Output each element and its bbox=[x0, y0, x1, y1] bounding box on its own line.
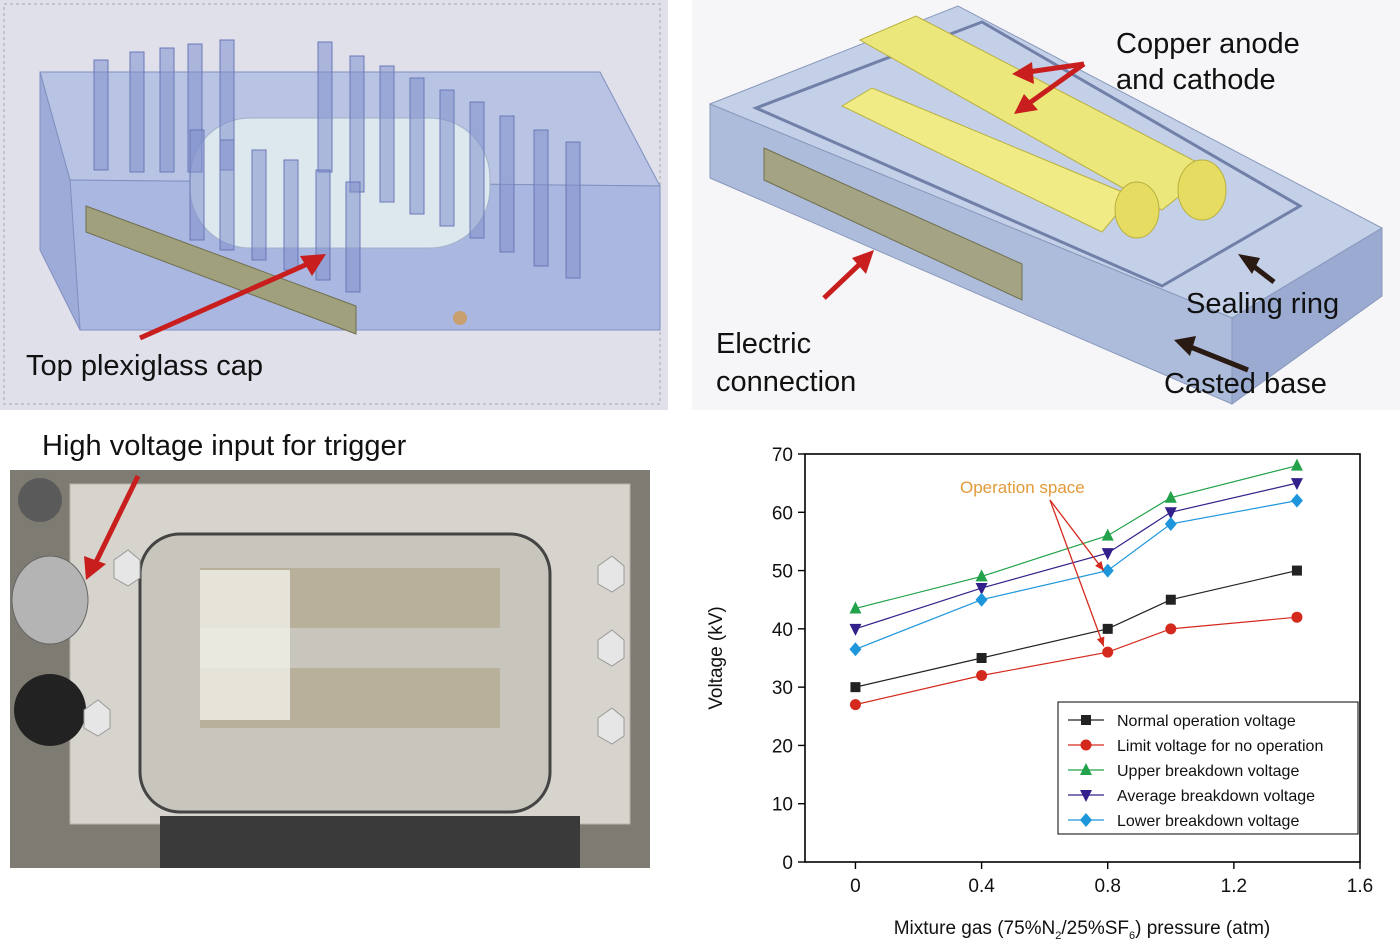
annotation-arrow-head-2 bbox=[1095, 560, 1104, 571]
data-point-s1 bbox=[976, 669, 988, 681]
data-point-s4 bbox=[1101, 563, 1114, 578]
legend-label-0: Normal operation voltage bbox=[1117, 713, 1296, 730]
data-point-s3 bbox=[1101, 548, 1114, 561]
plexiglass-cap-drawing bbox=[0, 0, 668, 410]
legend-label-2: Upper breakdown voltage bbox=[1117, 763, 1299, 780]
copper-anode-label-line2: and cathode bbox=[1116, 64, 1276, 96]
y-tick-label: 20 bbox=[772, 736, 793, 757]
x-axis-ticks: 0 0.4 0.8 1.2 1.6 bbox=[850, 862, 1373, 897]
annotation-arrow-line-1 bbox=[1049, 499, 1105, 647]
x-tick-label: 1.2 bbox=[1221, 876, 1247, 897]
copper-anode-label-line1: Copper anode bbox=[1116, 28, 1300, 60]
top-plexiglass-cap-label: Top plexiglass cap bbox=[26, 350, 263, 382]
legend-marker-4 bbox=[1080, 813, 1092, 827]
y-axis-ticks: 0 10 20 30 40 50 60 70 bbox=[772, 445, 805, 874]
annotation-arrow-line-2 bbox=[1049, 499, 1105, 571]
data-point-s4 bbox=[975, 592, 988, 607]
x-axis-label-part-1: Mixture gas (75%N bbox=[894, 918, 1056, 939]
x-axis-label: Mixture gas (75%N2/25%SF6) pressure (atm… bbox=[894, 918, 1271, 942]
data-point-s3 bbox=[1290, 478, 1303, 491]
high-voltage-input-label: High voltage input for trigger bbox=[42, 430, 407, 462]
electric-connection-label-line1: Electric bbox=[716, 328, 812, 360]
y-tick-label: 40 bbox=[772, 620, 793, 641]
y-tick-label: 30 bbox=[772, 678, 793, 699]
legend-marker-3 bbox=[1080, 790, 1092, 802]
series-line-1 bbox=[855, 616, 1297, 706]
data-point-s4 bbox=[1164, 516, 1177, 531]
x-axis-label-part-2: /25%SF bbox=[1061, 918, 1129, 939]
x-tick-label: 1.6 bbox=[1347, 876, 1373, 897]
data-point-s0 bbox=[976, 653, 987, 663]
plot-area-frame bbox=[804, 453, 1361, 863]
electric-connection-label-line2: connection bbox=[716, 366, 857, 398]
data-point-s0 bbox=[1291, 565, 1302, 576]
x-axis-label-part-3: ) pressure (atm) bbox=[1135, 918, 1270, 939]
data-point-s2 bbox=[1101, 528, 1114, 541]
data-point-s1 bbox=[1291, 611, 1303, 623]
data-point-s2 bbox=[975, 569, 988, 582]
data-point-s1 bbox=[1102, 646, 1114, 658]
switch-photograph bbox=[10, 470, 650, 868]
legend-label-4: Lower breakdown voltage bbox=[1117, 813, 1299, 830]
data-point-s0 bbox=[1165, 594, 1176, 605]
sealing-ring-label: Sealing ring bbox=[1186, 288, 1340, 320]
casted-base-render: Copper anode and cathode Sealing ring Ca… bbox=[692, 0, 1400, 410]
legend-box bbox=[1057, 701, 1359, 835]
legend-marker-2 bbox=[1080, 763, 1092, 775]
data-point-s1 bbox=[849, 699, 861, 711]
x-tick-label: 0.8 bbox=[1095, 876, 1121, 897]
legend-label-3: Average breakdown voltage bbox=[1117, 788, 1315, 805]
y-tick-label: 0 bbox=[782, 853, 793, 874]
series-line-3 bbox=[855, 482, 1298, 630]
annotation-arrow-head-1 bbox=[1096, 636, 1105, 647]
data-point-s3 bbox=[975, 583, 988, 596]
legend-label-1: Limit voltage for no operation bbox=[1117, 738, 1323, 755]
y-axis-label: Voltage (kV) bbox=[706, 606, 727, 710]
legend-marker-1 bbox=[1080, 739, 1092, 751]
voltage-chart: 0 0.4 0.8 1.2 1.6 0 10 20 30 40 50 60 70 Operation … bbox=[700, 430, 1400, 942]
series-line-0 bbox=[855, 569, 1298, 688]
operation-space-annotation: Operation space bbox=[960, 478, 1085, 497]
data-point-s1 bbox=[1165, 623, 1177, 635]
data-point-s3 bbox=[1164, 507, 1177, 520]
voltage-chart-svg: 0 0.4 0.8 1.2 1.6 0 10 20 30 40 50 60 70 Operation … bbox=[706, 445, 1373, 942]
x-axis-label-sub-1: 2 bbox=[1055, 930, 1061, 942]
x-tick-label: 0 bbox=[850, 876, 861, 897]
casted-base-drawing bbox=[692, 0, 1400, 410]
y-tick-label: 10 bbox=[772, 795, 793, 816]
switch-photo-drawing bbox=[10, 470, 650, 868]
data-point-s0 bbox=[850, 682, 861, 693]
data-point-s4 bbox=[849, 642, 862, 657]
data-point-s2 bbox=[1164, 490, 1177, 503]
casted-base-label: Casted base bbox=[1164, 368, 1327, 400]
data-point-s0 bbox=[1102, 623, 1113, 634]
series-layer bbox=[849, 458, 1303, 711]
y-tick-label: 60 bbox=[772, 503, 793, 524]
plexiglass-cap-render: Top plexiglass cap bbox=[0, 0, 668, 410]
x-tick-label: 0.4 bbox=[968, 876, 995, 897]
y-tick-label: 50 bbox=[772, 562, 793, 583]
series-line-4 bbox=[855, 500, 1298, 650]
data-point-s4 bbox=[1290, 493, 1303, 508]
x-axis-label-sub-2: 6 bbox=[1129, 930, 1135, 942]
data-point-s3 bbox=[849, 623, 862, 636]
annotation-layer: Operation space bbox=[960, 478, 1105, 647]
data-point-s2 bbox=[849, 601, 862, 614]
data-point-s2 bbox=[1290, 458, 1303, 471]
legend-marker-0 bbox=[1081, 715, 1091, 725]
y-tick-label: 70 bbox=[772, 445, 793, 466]
